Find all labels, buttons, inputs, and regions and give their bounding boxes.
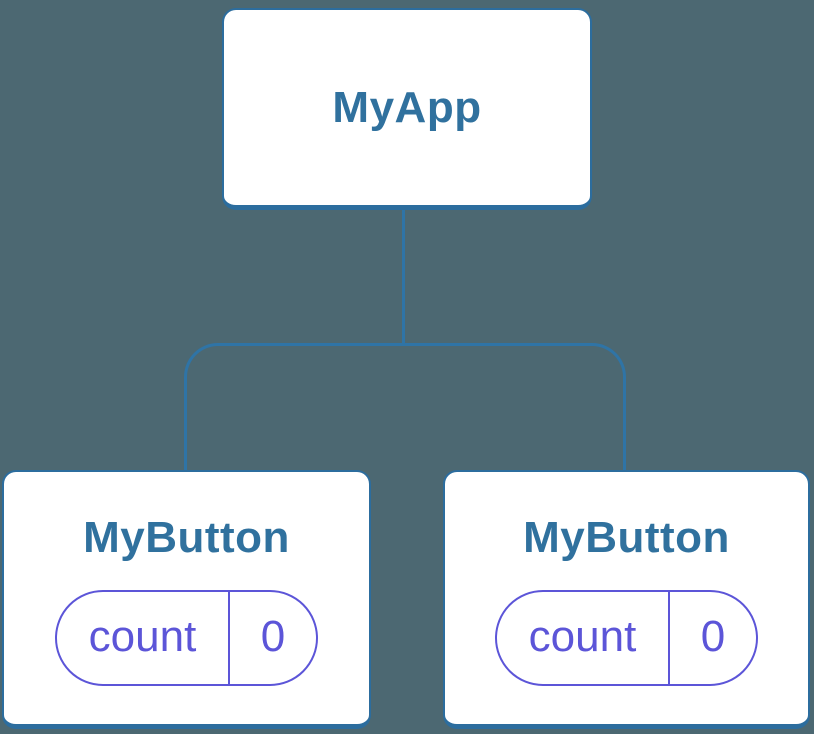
state-badge: count 0 — [495, 590, 758, 686]
tree-node-mybutton-left: MyButton count 0 — [2, 470, 371, 729]
node-label: MyButton — [83, 513, 290, 562]
node-label: MyApp — [332, 82, 482, 132]
node-label: MyButton — [523, 513, 730, 562]
state-value: 0 — [228, 592, 316, 684]
tree-node-myapp: MyApp — [222, 8, 592, 210]
state-key: count — [88, 612, 197, 661]
tree-node-mybutton-right: MyButton count 0 — [443, 470, 810, 729]
connector-branch — [184, 343, 626, 470]
state-value: 0 — [668, 592, 756, 684]
connector-stem — [402, 210, 405, 344]
state-key: count — [528, 612, 637, 661]
state-badge: count 0 — [55, 590, 318, 686]
